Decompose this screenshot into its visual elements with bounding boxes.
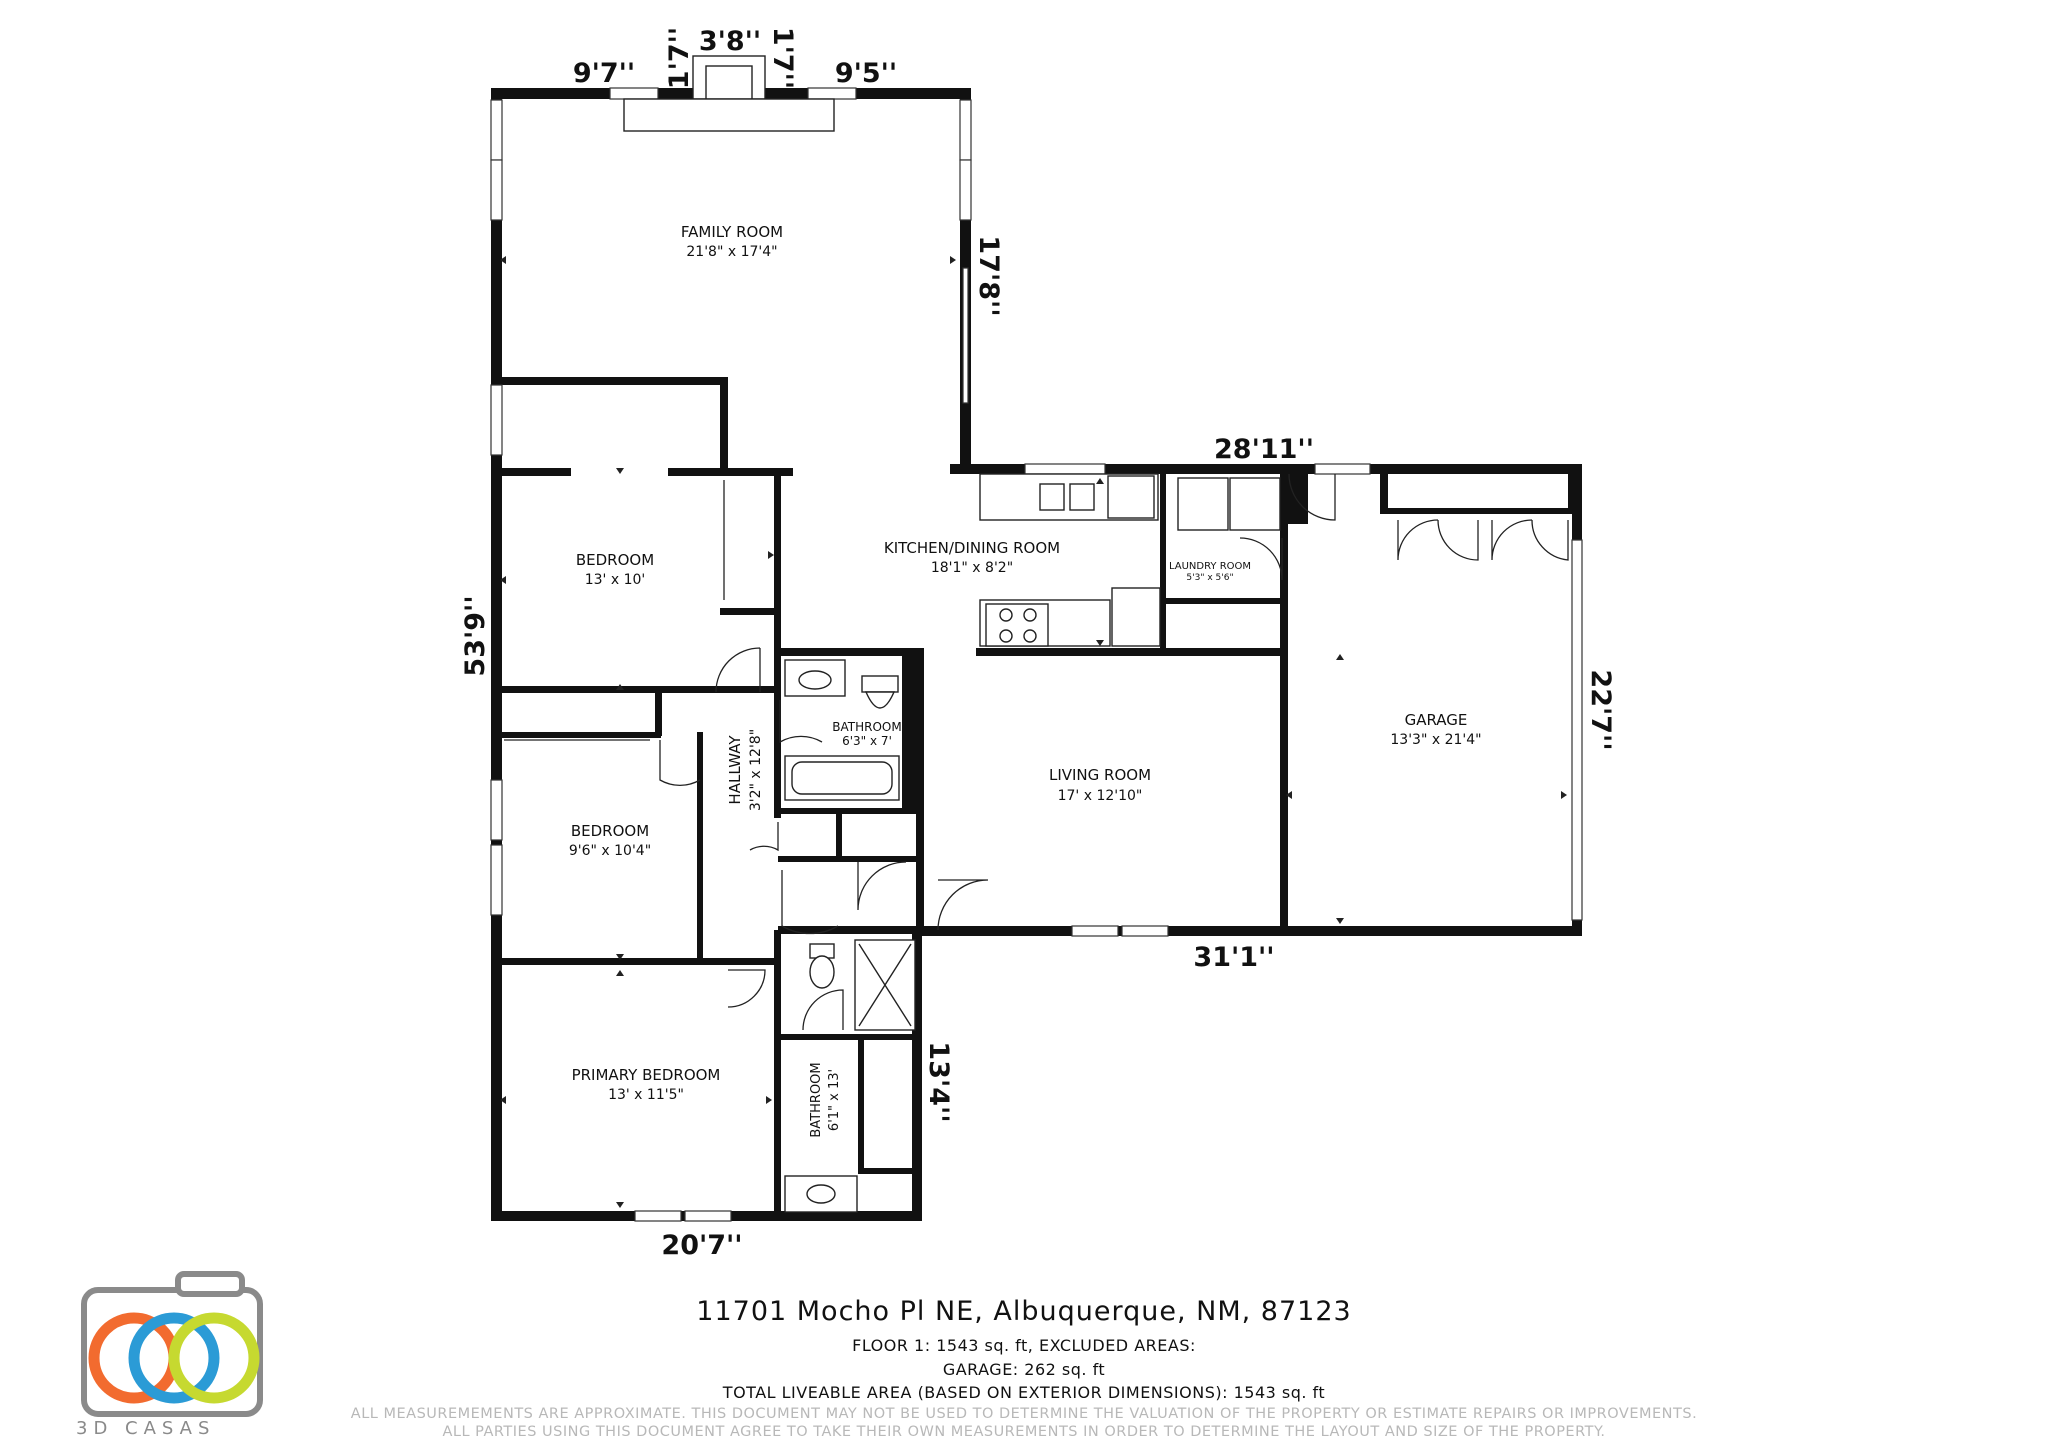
- property-address: 11701 Mocho Pl NE, Albuquerque, NM, 8712…: [696, 1296, 1352, 1327]
- dim-family-right: 17'8'': [973, 235, 1004, 316]
- dim-top-fire: 3'8'': [699, 26, 761, 57]
- dim-top-fire-left: 1'7'': [664, 27, 695, 89]
- family-room-label: FAMILY ROOM: [681, 223, 783, 241]
- brand-logo: [81, 1271, 263, 1417]
- dim-top-fire-right: 1'7'': [767, 27, 798, 89]
- primary-bedroom-dims: 13' x 11'5": [608, 1087, 684, 1103]
- floor-area-line: FLOOR 1: 1543 sq. ft, EXCLUDED AREAS:: [852, 1336, 1196, 1355]
- brand-name: 3D CASAS: [76, 1418, 216, 1439]
- windows: [490, 87, 1583, 1222]
- dim-top-right: 9'5'': [835, 58, 897, 89]
- dim-left-total: 53'9'': [460, 595, 491, 676]
- garage-dims: 13'3" x 21'4": [1390, 732, 1481, 748]
- dim-bath-right: 13'4'': [923, 1041, 954, 1122]
- disclaimer-line-2: ALL PARTIES USING THIS DOCUMENT AGREE TO…: [442, 1424, 1606, 1440]
- dim-kitchen-top: 28'11'': [1214, 434, 1314, 465]
- measurement-ticks: [500, 256, 1567, 1208]
- hallway-dims: 3'2" x 12'8": [748, 729, 764, 811]
- kitchen-fixtures: [979, 473, 1281, 647]
- laundry-label: LAUNDRY ROOM: [1169, 561, 1251, 572]
- bathroom2-label: BATHROOM: [809, 1062, 824, 1137]
- total-area-line: TOTAL LIVEABLE AREA (BASED ON EXTERIOR D…: [722, 1383, 1326, 1402]
- doors: [504, 473, 1569, 1031]
- garage-area-line: GARAGE: 262 sq. ft: [942, 1360, 1106, 1379]
- floor-plan: FAMILY ROOM 21'8" x 17'4" KITCHEN/DINING…: [460, 26, 1616, 1261]
- kitchen-dims: 18'1" x 8'2": [931, 560, 1013, 576]
- bathroom2-dims: 6'1" x 13': [827, 1069, 842, 1131]
- dim-garage-right: 22'7'': [1585, 669, 1616, 750]
- bathroom1-dims: 6'3" x 7': [842, 734, 892, 748]
- kitchen-label: KITCHEN/DINING ROOM: [884, 539, 1060, 557]
- bedroom2-dims: 9'6" x 10'4": [569, 843, 651, 859]
- dim-bottom: 20'7'': [661, 1230, 742, 1261]
- living-room-label: LIVING ROOM: [1049, 766, 1151, 784]
- bathroom1-label: BATHROOM: [832, 720, 901, 734]
- dimension-labels: 9'7'' 1'7'' 3'8'' 1'7'' 9'5'' 17'8'' 53'…: [460, 26, 1616, 1261]
- primary-bedroom-label: PRIMARY BEDROOM: [572, 1066, 721, 1084]
- garage-label: GARAGE: [1405, 711, 1468, 729]
- room-labels: FAMILY ROOM 21'8" x 17'4" KITCHEN/DINING…: [569, 223, 1482, 1138]
- dim-living-bottom: 31'1'': [1193, 942, 1274, 973]
- laundry-dims: 5'3" x 5'6": [1186, 573, 1233, 583]
- dim-top-left: 9'7'': [573, 58, 635, 89]
- hallway-label: HALLWAY: [726, 735, 744, 805]
- living-room-dims: 17' x 12'10": [1058, 788, 1143, 804]
- bath-fixtures: [784, 659, 916, 1213]
- walls: [491, 88, 1582, 1221]
- family-room-dims: 21'8" x 17'4": [686, 244, 777, 260]
- disclaimer-line-1: ALL MEASUREMEMENTS ARE APPROXIMATE. THIS…: [350, 1406, 1698, 1422]
- bedroom2-label: BEDROOM: [571, 822, 649, 840]
- fireplace: [623, 55, 835, 132]
- bedroom1-label: BEDROOM: [576, 551, 654, 569]
- bedroom1-dims: 13' x 10': [585, 572, 646, 588]
